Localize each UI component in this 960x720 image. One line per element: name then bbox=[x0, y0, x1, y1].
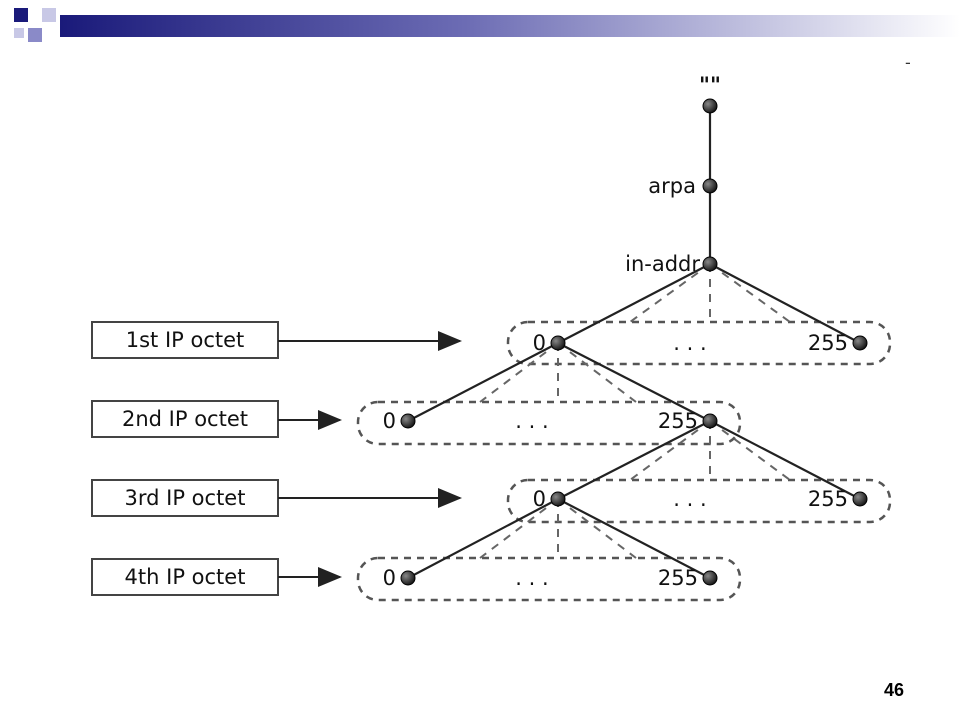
node-l1-255 bbox=[852, 335, 868, 351]
arpa-label: arpa bbox=[648, 174, 696, 198]
node-l2-0 bbox=[400, 413, 416, 429]
octet-box-2 bbox=[91, 400, 279, 438]
tree-dashed-edges bbox=[479, 263, 791, 559]
deco-square-mid bbox=[28, 28, 42, 42]
octet-label-3: 3rd IP octet bbox=[125, 486, 246, 510]
level-4-group bbox=[356, 556, 742, 602]
level-3-right-value: 255 bbox=[808, 487, 848, 511]
level-2-left-value: 0 bbox=[383, 409, 396, 433]
root-label: "" bbox=[699, 73, 721, 97]
header-gradient-bar bbox=[60, 15, 960, 37]
level-1-left-value: 0 bbox=[533, 331, 546, 355]
level-1-group bbox=[506, 320, 892, 366]
node-l4-255 bbox=[702, 570, 718, 586]
in-addr-label: in-addr bbox=[625, 252, 700, 276]
node-root bbox=[702, 98, 718, 114]
level-2-group bbox=[356, 400, 742, 446]
node-l4-0 bbox=[400, 570, 416, 586]
node-l1-0 bbox=[550, 335, 566, 351]
node-l3-0 bbox=[550, 491, 566, 507]
level-4-right-value: 255 bbox=[658, 566, 698, 590]
node-l2-255 bbox=[702, 413, 718, 429]
level-4-left-value: 0 bbox=[383, 566, 396, 590]
node-in-addr bbox=[702, 256, 718, 272]
header-decoration bbox=[14, 8, 960, 42]
octet-label-2: 2nd IP octet bbox=[122, 407, 248, 431]
level-2-ellipsis: . . . bbox=[515, 409, 548, 433]
octet-box-3 bbox=[91, 479, 279, 517]
node-l3-255 bbox=[852, 491, 868, 507]
node-arpa bbox=[702, 178, 718, 194]
octet-label-1: 1st IP octet bbox=[126, 328, 245, 352]
level-3-ellipsis: . . . bbox=[673, 487, 706, 511]
deco-square-dark bbox=[14, 8, 28, 22]
corner-mark: - bbox=[905, 53, 911, 72]
octet-box-4 bbox=[91, 558, 279, 596]
level-1-right-value: 255 bbox=[808, 331, 848, 355]
level-1-ellipsis: . . . bbox=[673, 331, 706, 355]
octet-label-4: 4th IP octet bbox=[125, 565, 246, 589]
deco-square-small bbox=[14, 28, 24, 38]
deco-square-light bbox=[42, 8, 56, 22]
level-2-right-value: 255 bbox=[658, 409, 698, 433]
octet-box-1 bbox=[91, 321, 279, 359]
level-3-left-value: 0 bbox=[533, 487, 546, 511]
tree-edges bbox=[407, 106, 861, 579]
level-3-group bbox=[506, 478, 892, 524]
page-number: 46 bbox=[883, 680, 904, 700]
level-4-ellipsis: . . . bbox=[515, 566, 548, 590]
tree-nodes bbox=[400, 98, 868, 586]
